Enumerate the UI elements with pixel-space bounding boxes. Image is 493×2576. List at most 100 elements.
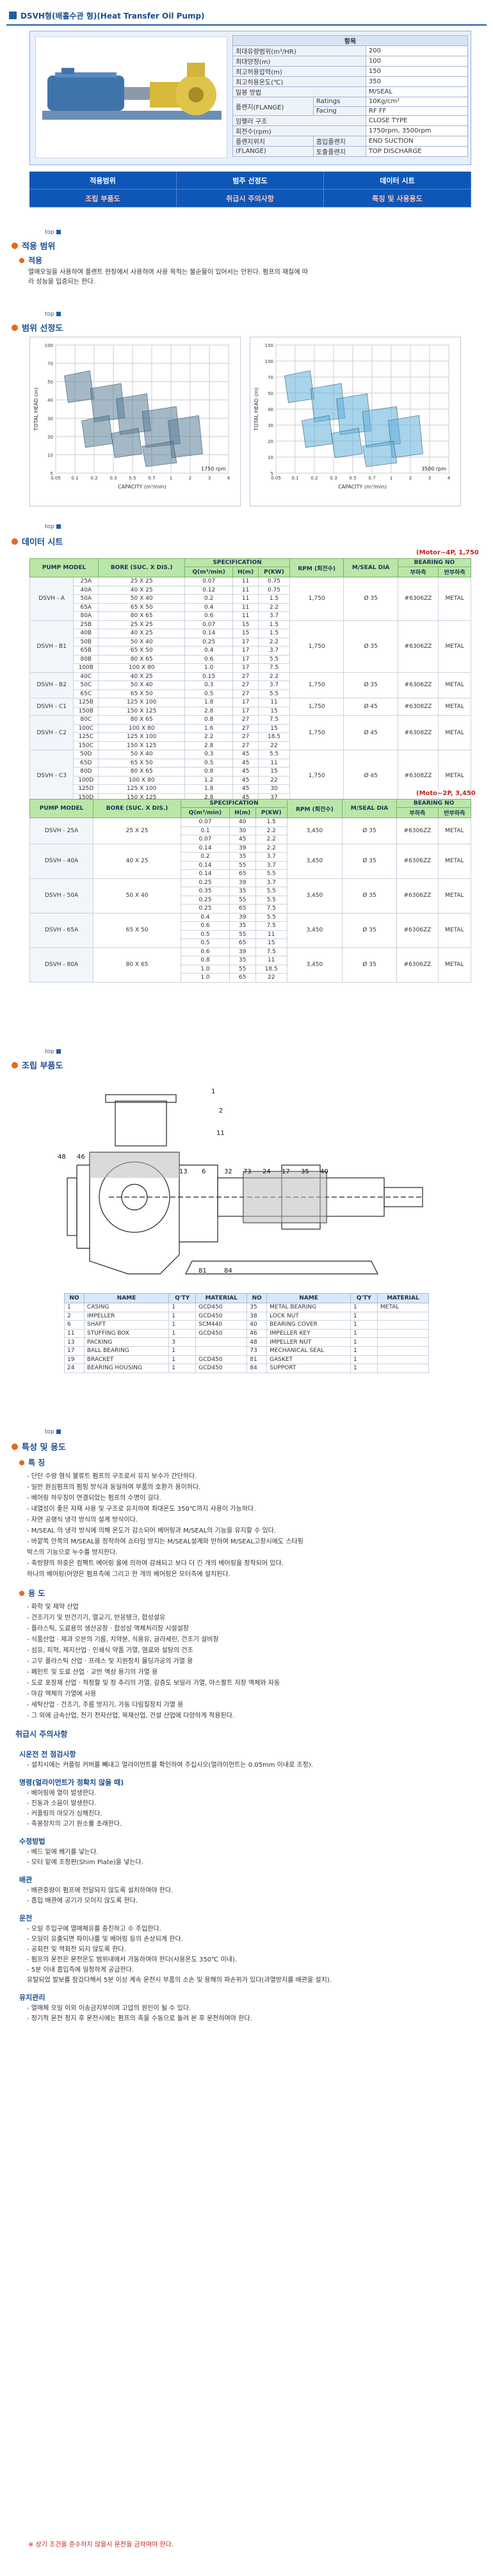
power: 7.5 [258,663,290,673]
handling-block-heading: 명령(얼라이먼트가 정확치 않을 때) [19,1778,124,1787]
parts-col-header: MATERIAL [376,1293,430,1303]
part-callout: 73 [243,1168,252,1175]
capacity: 0.07 [181,835,230,844]
bore: 40 X 25 [93,843,182,879]
parts-col-header: MATERIAL [195,1293,248,1303]
mseal-dia: Ø 45 [343,698,398,716]
handling-line: - 모터 밑에 조정판(Shim Plate)을 넣는다. [27,1859,143,1866]
head: 45 [229,835,256,844]
pump-cross-section-icon [67,1094,423,1275]
section-features-heading: 특성 및 용도 [12,1440,66,1453]
top-link[interactable]: top [45,229,61,236]
nav-handling[interactable]: 취급시 주의사항 [177,189,324,207]
mseal-dia: Ø 35 [341,878,398,914]
use-item: - 도로 포장재 산업 · 적정할 및 정 추리의 가열, 갈증도 보일러 가열… [27,1680,280,1687]
handling-line: - 5분 이내 흡입측에 일정하게 공급한다. [27,1967,134,1974]
col-subheader: H(m) [229,807,256,818]
bore: 125 X 100 [98,784,186,794]
power: 7.5 [255,947,287,956]
spec-value: RF FF [365,106,469,117]
bore: 25 X 25 [93,817,182,844]
power: 5.5 [255,887,287,896]
selection-region [302,415,334,448]
nav-selection[interactable]: 범주 선정도 [177,172,324,189]
x-tick-label: 3 [208,476,211,481]
nav-assembly[interactable]: 조립 부품도 [29,189,177,207]
parts-cell: 1 [350,1355,378,1365]
y-tick-label: 70 [47,362,53,367]
model-code: 65A [73,602,99,612]
spec-label: 플랜지위치 [232,136,314,147]
bore: 80 X 65 [98,715,186,725]
spec-sublabel: 흡입플랜지 [312,136,366,147]
nav-scope[interactable]: 적용범위 [29,172,177,189]
parts-cell [195,1337,248,1347]
arrow-up-icon [56,1049,61,1054]
head: 17 [232,663,259,673]
parts-cell: METAL BEARING [266,1303,351,1312]
head: 40 [229,817,256,827]
parts-cell [376,1337,430,1347]
parts-cell: GCD450 [195,1303,248,1312]
x-tick-label: 0.05 [271,476,281,481]
capacity: 0.8 [181,956,230,965]
capacity: 1.0 [181,973,230,983]
power: 2.2 [258,672,290,681]
parts-col-header: Q'TY [350,1293,378,1303]
top-link-label: top [45,229,54,236]
head: 39 [229,878,256,887]
scope-sub-title: 적용 [28,256,43,265]
selection-region [284,370,314,403]
col-subheader: 부하측 [397,567,439,577]
bore: 80 X 65 [93,947,182,983]
pump-model: DSVH - B2 [29,672,74,698]
mseal-dia: Ø 35 [341,817,398,844]
selection-region [64,370,94,403]
capacity: 1.8 [184,698,234,707]
model-code: 50D [73,750,99,759]
power: 5.5 [255,912,287,922]
power: 30 [258,784,290,794]
head: 17 [232,646,259,656]
head: 45 [232,767,259,777]
pump-model: DSVH - 80A [29,947,94,983]
top-link[interactable]: top [45,1049,61,1055]
col-bore: BORE (SUC. X DIS.) [98,558,186,577]
top-link[interactable]: top [45,311,61,318]
parts-cell: LOCK NUT [266,1311,351,1321]
nav-datasheet[interactable]: 데이터 시트 [324,172,471,189]
power: 18.5 [258,732,290,742]
top-link[interactable]: top [45,524,61,530]
parts-cell: 73 [247,1346,268,1356]
col-subheader: Q(m³/min) [181,807,230,818]
model-code: 100D [73,775,99,785]
spec-label: 플랜지(FLANGE) [232,96,314,117]
spec-value: M/SEAL [365,86,469,97]
bearing-load: #6306ZZ [396,912,439,948]
head: 17 [232,698,259,707]
pump-model: DSVH - 25A [29,817,94,844]
selection-region [111,428,143,458]
top-link-label: top [45,1049,54,1055]
parts-cell: BEARING COVER [266,1320,351,1330]
spec-value: 10Kg/cm² [365,97,469,107]
parts-cell: CASING [83,1303,170,1312]
power: 0.75 [258,577,290,586]
capacity: 0.6 [181,921,230,931]
bore: 50 X 40 [98,750,186,759]
bore: 80 X 65 [98,654,186,664]
power: 15 [258,723,290,733]
top-link[interactable]: top [45,1429,61,1435]
nav-features[interactable]: 특징 및 사용용도 [324,189,471,207]
page-title: DSVH형(배홀수관 형)(Heat Transfer Oil Pump) [20,11,205,20]
